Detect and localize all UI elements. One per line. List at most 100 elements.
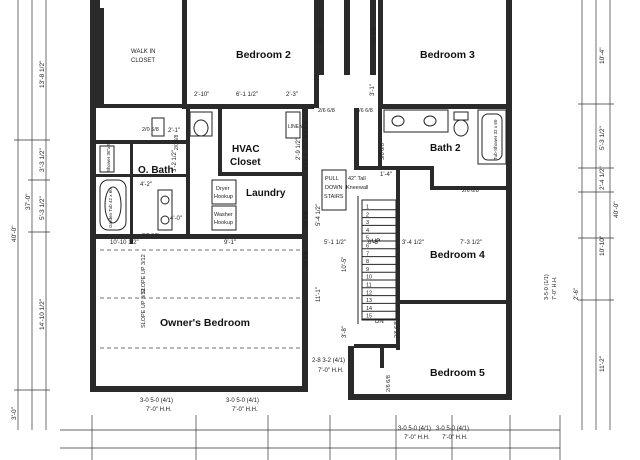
bedroom-2-label: Bedroom 2 [236, 49, 291, 61]
stair-number: 8 [366, 259, 369, 265]
dim-text: 9'-1" [224, 240, 236, 246]
dim-text: 2'-4 1/2" [599, 166, 606, 190]
dim-text: 10'-10" [599, 235, 606, 256]
stairs-dn-label: DN [375, 319, 384, 325]
window-tag: 3-0 5-0 (4/1) [436, 426, 469, 432]
washer-label-1: Washer [214, 212, 233, 218]
slope-lines [100, 249, 300, 349]
dim-text: 2'-1" [168, 128, 180, 134]
door-tag: 2/6 6/8 [386, 375, 392, 392]
linen-label: LINEN [288, 124, 303, 130]
dim-text: 5'-3 1/2" [599, 126, 606, 150]
bedroom-3-label: Bedroom 3 [420, 49, 475, 61]
window-tag: 3-0 5-0 (4/1) [398, 426, 431, 432]
dim-text: 11'-1" [316, 287, 322, 302]
dim-text: 2'-3" [286, 92, 298, 98]
door-tag: 2/6 6/8 [394, 321, 400, 338]
door-tag: 2/6 6/8 [318, 108, 335, 114]
dim-text: 5'-1 1/2" [324, 240, 346, 246]
dimension-text: 2'-10" 6'-1 1/2" 2'-3" 2'-1" 4'-2" 4'-0"… [11, 47, 620, 420]
dim-text: 10'-10 1/2" [110, 240, 139, 246]
dim-text: 10'-5" [342, 257, 348, 272]
walls [90, 0, 512, 400]
door-tag: 2/6 6/8 [304, 211, 310, 228]
dim-text: 3'-1" [370, 84, 376, 96]
dim-text: 40'-0" [11, 225, 18, 242]
dimension-lines [14, 0, 614, 460]
window-tag: 2-8 3-2 (4/1) [312, 358, 345, 364]
walkin-label-2: CLOSET [131, 58, 155, 64]
window-tag: 7'-0" H.H. [442, 435, 468, 441]
door-tag: 2/0 6/8 [174, 134, 180, 150]
stair-number: 12 [366, 290, 372, 296]
dim-text: 11'-2" [599, 355, 606, 372]
stair-number: 2 [366, 212, 369, 218]
owners-bedroom-label: Owner's Bedroom [160, 317, 250, 329]
dim-text: 10'-4" [599, 47, 606, 64]
stair-number: 7 [366, 251, 369, 257]
walkin-label-1: WALK IN [131, 49, 155, 55]
door-tag: 2/6 6/8 [304, 251, 310, 268]
stair-number: 1 [366, 205, 369, 211]
stair-treads [362, 209, 396, 320]
stair-number: 9 [366, 267, 369, 273]
stair-number: 15 [366, 314, 372, 320]
window-tags: 3-5-0 (1/1) 7'-0" H.H. 2-8 3-2 (4/1) 7'-… [140, 274, 558, 441]
door-tag: 2/6 6/8 [318, 27, 324, 44]
dim-text: 4'-2" [140, 182, 152, 188]
dim-text: 2'-6" [574, 288, 580, 300]
slope-label-1: SLOPE UP 3/12 [141, 254, 147, 294]
window-tag: 3-0 5-0 (4/1) [226, 398, 259, 404]
obath-shower [99, 145, 115, 173]
dim-text: 4'-0" [170, 216, 182, 222]
door-tag: 2/6 6/8 [356, 108, 373, 114]
window-tag: 7'-0" H.H. [404, 435, 430, 441]
door-tag: 2/0 6/8 [142, 127, 159, 133]
window-tag: 7'-0" H.H. [552, 276, 558, 300]
stair-number: 10 [366, 275, 372, 281]
bedroom-5-label: Bedroom 5 [430, 367, 485, 379]
slope-label-2: SLOPE UP 3/12 [141, 288, 147, 328]
window-tag: 3-5-0 (1/1) [544, 274, 550, 300]
laundry-label: Laundry [246, 188, 286, 199]
washer-box [211, 205, 237, 231]
stair-number: 14 [366, 306, 372, 312]
dim-text: 13'-8 1/2" [39, 60, 46, 88]
window-tag: 7'-0" H.H. [318, 368, 344, 374]
dim-text: 14'-10 1/2" [39, 298, 46, 330]
dim-text: 3'-4 1/2" [402, 240, 424, 246]
dim-text: 5'-3 1/2" [39, 196, 46, 220]
door-tag: 2/6 6/8 [372, 27, 378, 44]
dim-text: 5'-4 1/2" [316, 204, 322, 226]
kneewall-label-1: 42" Tall [348, 176, 366, 182]
bath2-vanity [383, 109, 449, 133]
fixtures [99, 109, 507, 231]
dim-text: 3'-8" [342, 326, 348, 338]
pull-label-1: PULL [325, 176, 339, 182]
stairs-up-label: UP [372, 239, 380, 245]
door-tag: 3/0 6/8 [380, 143, 386, 160]
dim-text: 6'-3" [368, 240, 380, 246]
stair-number: 11 [366, 283, 372, 289]
bath2-toilet [453, 119, 469, 137]
door-tag: 2/6 6/8 [462, 188, 479, 194]
pull-label-3: STAIRS [324, 194, 344, 200]
obath-label: O. Bath [138, 165, 174, 176]
dim-text: 2'-9 1/2" [296, 138, 302, 160]
stair-number: 5 [366, 236, 369, 242]
dim-text: 40'-0" [613, 201, 620, 218]
dim-text: 37'-0" [25, 193, 32, 210]
dim-text: 3'-0" [11, 406, 18, 420]
dim-text: 1'-4" [380, 172, 392, 178]
door-tags: 2/6 6/8 2/6 6/8 2/6 6/8 2/6 6/8 2/0 6/8 … [142, 27, 479, 392]
stair-number: 3 [366, 220, 369, 226]
closet-label: Closet [230, 157, 261, 168]
kneewall-label-2: Kneewall [346, 185, 368, 191]
dim-text: 6'-1 1/2" [236, 92, 258, 98]
window-tag: 7'-0" H.H. [146, 407, 172, 413]
dim-text: 7'-3 1/2" [460, 240, 482, 246]
stair-number: 4 [366, 228, 369, 234]
